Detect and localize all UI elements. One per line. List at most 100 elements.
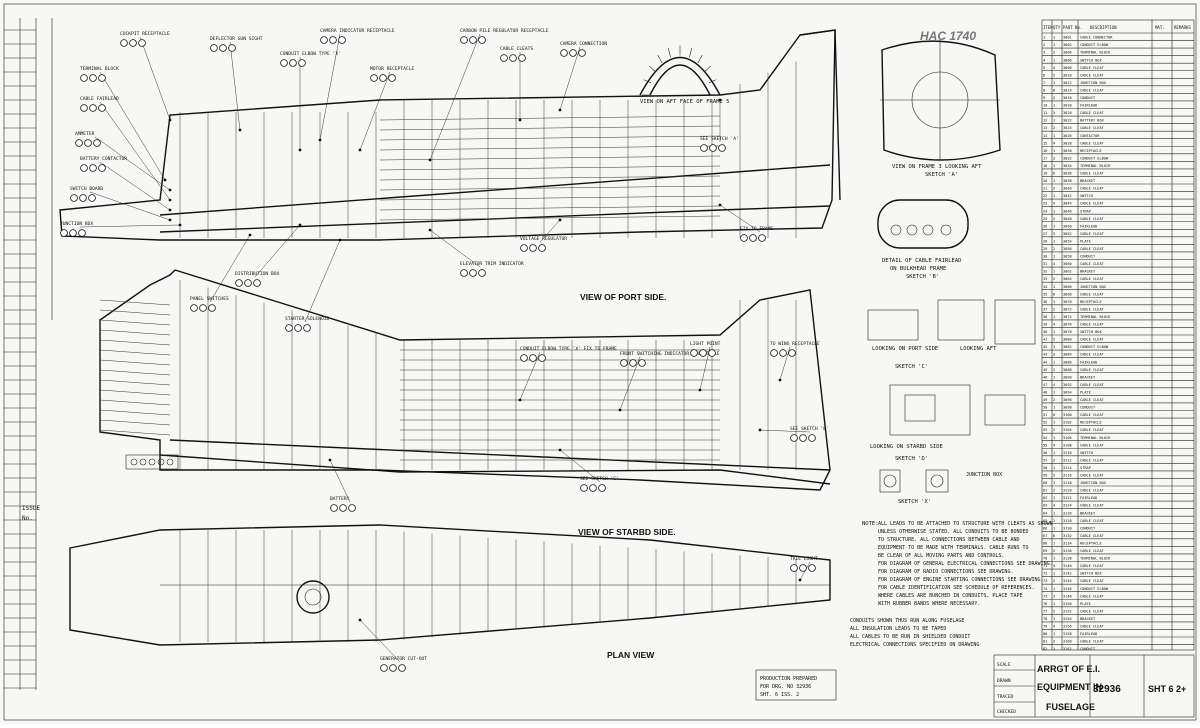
reference-bubble — [690, 349, 698, 357]
parts-cell: 48 — [1043, 390, 1047, 394]
parts-cell: TERMINAL BLOCK — [1080, 164, 1111, 168]
parts-cell: CONDUIT ELBOW — [1080, 587, 1109, 591]
reference-bubble — [569, 49, 577, 57]
reference-bubble — [294, 324, 302, 332]
parts-cell: CABLE CLEAT — [1080, 277, 1105, 281]
parts-cell: 57 — [1043, 458, 1047, 462]
reference-bubble — [280, 59, 288, 67]
tail-rib — [99, 389, 171, 396]
parts-cell: 69 — [1043, 549, 1047, 553]
parts-cell: 3102 — [1063, 421, 1072, 425]
parts-cell: 3 — [1053, 594, 1055, 598]
parts-cell: 2 — [1053, 187, 1055, 191]
callout-label: PANEL SWITCHES — [190, 296, 229, 302]
reference-bubble — [298, 59, 306, 67]
parts-cell: 36 — [1043, 300, 1047, 304]
parts-cell: 10 — [1043, 104, 1047, 108]
parts-cell: 3001 — [1063, 36, 1072, 40]
parts-cell: 65 — [1043, 519, 1047, 523]
reference-bubble — [219, 44, 227, 52]
leader-line — [304, 239, 341, 323]
parts-cell: 3112 — [1063, 458, 1072, 462]
parts-cell: 3110 — [1063, 451, 1072, 455]
parts-cell: 1 — [1053, 43, 1055, 47]
strip-no: No. — [22, 515, 33, 522]
parts-cell: 24 — [1043, 209, 1047, 213]
leader-dot — [718, 203, 722, 207]
sketch-c-detail: LOOKING ON PORT SIDE LOOKING AFT SKETCH … — [867, 299, 1036, 370]
sketch-x-label: SKETCH 'X' — [898, 499, 931, 505]
tail-rib — [99, 309, 171, 316]
parts-cell: 12 — [1043, 119, 1047, 123]
parts-cell: BRACKET — [1080, 511, 1096, 515]
port-side-view-title: VIEW OF PORT SIDE. — [580, 292, 666, 302]
leader-dot — [428, 228, 432, 232]
stringer — [379, 155, 721, 161]
reference-bubble — [500, 54, 508, 62]
parts-cell: 51 — [1043, 413, 1047, 417]
parts-cell: 1 — [1053, 134, 1055, 138]
parts-cell: RECEPTACLE — [1080, 541, 1102, 545]
tail-rib — [99, 429, 171, 436]
leader-dot — [328, 458, 332, 462]
parts-cell: 3054 — [1063, 239, 1072, 243]
parts-cell: 39 — [1043, 323, 1047, 327]
parts-cell: 3162 — [1063, 647, 1072, 651]
note-box-line: FOR DRG. NO 32936 — [760, 684, 811, 690]
reference-bubble — [538, 244, 546, 252]
parts-cell: 4 — [1053, 202, 1055, 206]
reference-bubble — [339, 504, 347, 512]
fairlead-detail-title: DETAIL OF CABLE FAIRLEAD — [882, 258, 961, 264]
leader-dot — [168, 118, 172, 122]
parts-cell: 23 — [1043, 202, 1047, 206]
parts-cell: 63 — [1043, 504, 1047, 508]
parts-cell: 26 — [1043, 224, 1047, 228]
parts-cell: 3088 — [1063, 368, 1072, 372]
parts-cell: 3020 — [1063, 111, 1072, 115]
parts-cell: 1 — [1053, 300, 1055, 304]
parts-cell: CABLE CLEAT — [1080, 640, 1105, 644]
reference-bubble — [228, 44, 236, 52]
parts-cell: 3026 — [1063, 134, 1072, 138]
port-side-fuselage — [59, 29, 841, 241]
reference-bubble — [740, 234, 748, 242]
reference-bubble — [69, 229, 77, 237]
parts-cell: 1 — [1053, 587, 1055, 591]
callout-label: DISTRIBUTION BOX — [235, 271, 279, 277]
parts-cell: TERMINAL BLOCK — [1080, 557, 1111, 561]
parts-cell: CABLE CLEAT — [1080, 338, 1105, 342]
title-line-1: ARRGT OF E.I. — [1037, 664, 1100, 674]
parts-header-mat: MAT. — [1155, 25, 1165, 30]
reference-bubble — [509, 54, 517, 62]
parts-cell: 11 — [1043, 111, 1047, 115]
parts-cell: 43 — [1043, 353, 1047, 357]
reference-bubble — [84, 139, 92, 147]
parts-cell: SWITCH BOX — [1080, 330, 1102, 334]
parts-cell: CONDUIT ELBOW — [1080, 156, 1109, 160]
reference-bubble — [808, 564, 816, 572]
parts-cell: 81 — [1043, 640, 1047, 644]
parts-cell: 3048 — [1063, 217, 1072, 221]
reference-bubble — [779, 349, 787, 357]
callout-label: SEE SKETCH 'A' — [700, 136, 739, 142]
parts-header-qty: QTY — [1053, 25, 1061, 30]
leader-dot — [558, 108, 562, 112]
reference-bubble — [718, 144, 726, 152]
stringer — [379, 195, 721, 201]
frame5-stiffener — [708, 79, 717, 84]
parts-cell: 3062 — [1063, 270, 1072, 274]
parts-cell: CABLE CLEAT — [1080, 609, 1105, 613]
parts-cell: 1 — [1053, 36, 1055, 40]
reference-bubble — [93, 139, 101, 147]
parts-cell: 1 — [1053, 511, 1055, 515]
note-line: CONDUITS SHOWN THUS RUN ALONG FUSELAGE — [850, 618, 964, 624]
leader-line — [559, 449, 601, 483]
parts-cell: 80 — [1043, 632, 1047, 636]
callout-label: CARBON PILE REGULATOR RECEPTACLE — [460, 28, 549, 34]
note-line: FOR CABLE IDENTIFICATION SEE SCHEDULE OF… — [878, 585, 1035, 591]
parts-cell: 3104 — [1063, 428, 1072, 432]
leader-dot — [338, 238, 342, 242]
reference-bubble — [770, 349, 778, 357]
leader-dot — [318, 138, 322, 142]
